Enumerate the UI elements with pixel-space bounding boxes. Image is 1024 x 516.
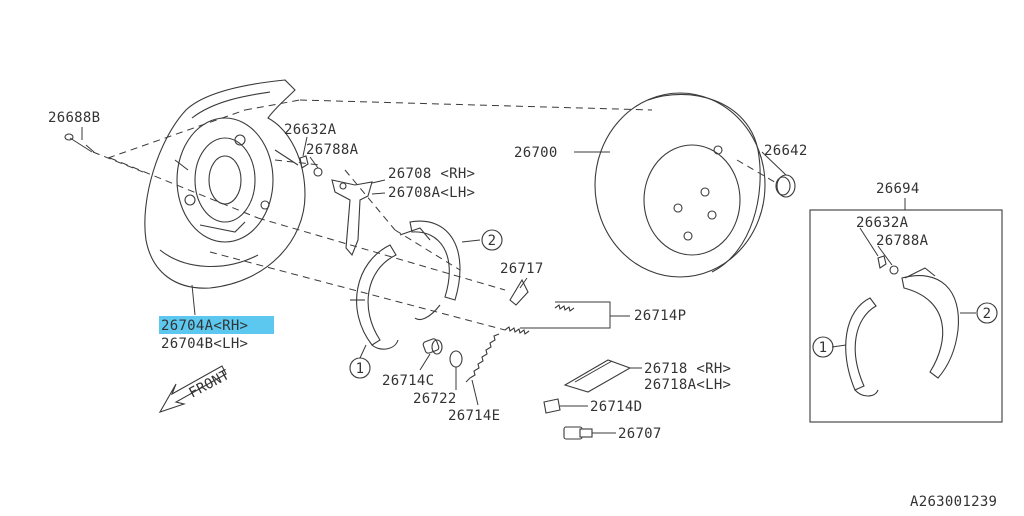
cup-26722 [449, 350, 463, 368]
plug-26642 [775, 174, 796, 198]
part-label-26694[interactable]: 26694 [876, 181, 920, 197]
front-direction-indicator: FRONT [158, 365, 233, 413]
diagram-id: A263001239 [910, 494, 997, 510]
spring-26714e [465, 333, 500, 383]
part-label-26708-rh[interactable]: 26708 <RH> [388, 166, 475, 182]
selected-part-highlight [159, 316, 274, 334]
part-label-26714e[interactable]: 26714E [448, 408, 500, 424]
front-label: FRONT [186, 367, 232, 402]
callout-1-kit[interactable]: 1 [812, 336, 834, 358]
spring-26714c [422, 338, 443, 355]
part-label-26632a-kit[interactable]: 26632A [856, 215, 909, 231]
part-labels: 26688B 26632A 26788A 26708 <RH> 26708A<L… [48, 110, 929, 442]
adjuster-26718 [563, 359, 632, 393]
part-label-26714d[interactable]: 26714D [590, 399, 642, 415]
brake-shoe-1 [350, 244, 399, 350]
part-label-26707[interactable]: 26707 [618, 426, 662, 442]
strut-26717 [509, 278, 529, 306]
spring-26714p [504, 304, 575, 335]
part-label-26717[interactable]: 26717 [500, 261, 544, 277]
leader-lines [81, 127, 976, 434]
callout-2-kit[interactable]: 2 [976, 302, 998, 324]
bolt-26688b [64, 133, 95, 153]
adjuster-lever-26708 [331, 179, 373, 257]
part-label-26714p[interactable]: 26714P [634, 308, 686, 324]
callout-2-main[interactable]: 2 [481, 229, 503, 251]
part-label-26688b[interactable]: 26688B [48, 110, 100, 126]
alignment-lines [92, 99, 779, 331]
part-label-26642[interactable]: 26642 [764, 143, 808, 159]
part-label-26718a-lh[interactable]: 26718A<LH> [644, 377, 731, 393]
adjuster-26707 [563, 426, 593, 440]
part-label-26788a-kit[interactable]: 26788A [876, 233, 929, 249]
callout-2-main-label: 2 [488, 233, 497, 249]
part-label-26788a[interactable]: 26788A [306, 142, 359, 158]
callout-1-main[interactable]: 1 [349, 357, 371, 379]
callout-1-main-label: 1 [356, 361, 365, 377]
backing-plate [144, 79, 306, 289]
part-label-26714c[interactable]: 26714C [382, 373, 434, 389]
part-label-26632a[interactable]: 26632A [284, 122, 337, 138]
part-label-26704a-rh[interactable]: 26704A<RH> [161, 318, 248, 334]
brake-rotor-26700 [594, 92, 766, 278]
part-label-26718-rh[interactable]: 26718 <RH> [644, 361, 731, 377]
callout-1-kit-label: 1 [819, 340, 828, 356]
part-label-26700[interactable]: 26700 [514, 145, 558, 161]
clip-26632a [299, 155, 309, 169]
pin-26788a [313, 167, 323, 177]
brake-shoe-2 [399, 220, 461, 321]
callout-2-kit-label: 2 [983, 306, 992, 322]
part-label-26722[interactable]: 26722 [413, 391, 457, 407]
part-label-26704b-lh[interactable]: 26704B<LH> [161, 336, 248, 352]
spring-26714d [543, 398, 561, 414]
shoe-kit-box-26694 [809, 198, 1003, 423]
part-label-26708a-lh[interactable]: 26708A<LH> [388, 185, 475, 201]
